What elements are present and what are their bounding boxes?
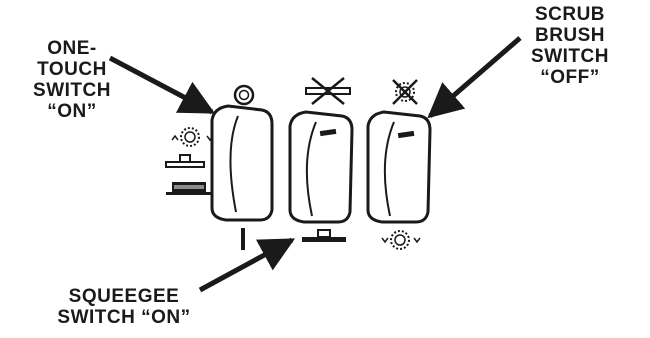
callout-line: “ON”	[47, 101, 97, 122]
squeegee-arrow	[198, 237, 296, 293]
off-circle-icon	[233, 84, 255, 106]
scrub-brush-switch[interactable]	[366, 110, 432, 224]
brush-down-icon	[381, 230, 421, 250]
one-touch-callout: ONE- TOUCH SWITCH “ON”	[22, 38, 122, 122]
callout-line: SQUEEGEE	[68, 286, 180, 307]
callout-line: BRUSH	[534, 25, 606, 46]
callout-line: SWITCH	[531, 46, 609, 67]
callout-line: “OFF”	[540, 67, 600, 88]
on-bar-icon	[241, 228, 245, 250]
callout-line: SCRUB	[534, 4, 606, 25]
squeegee-switch[interactable]	[288, 110, 354, 224]
brush-off-icon	[392, 79, 418, 105]
squeegee-off-icon	[305, 77, 351, 105]
one-touch-arrow	[108, 55, 216, 115]
callout-line: TOUCH	[37, 59, 107, 80]
one-touch-switch[interactable]	[210, 104, 274, 222]
scrub-brush-callout: SCRUB BRUSH SWITCH “OFF”	[520, 4, 620, 88]
scrub-brush-switch-indicator	[397, 130, 415, 139]
callout-line: SWITCH “ON”	[57, 307, 191, 328]
callout-line: SWITCH	[33, 80, 111, 101]
squeegee-switch-indicator	[319, 128, 337, 137]
brush-motor-icon	[166, 182, 212, 195]
squeegee-icon	[165, 154, 205, 168]
callout-line: ONE-	[47, 38, 97, 59]
squeegee-callout: SQUEEGEE SWITCH “ON”	[24, 286, 224, 328]
squeegee-down-icon	[302, 229, 346, 242]
brush-up-icon	[171, 127, 214, 147]
scrub-brush-arrow	[427, 36, 522, 119]
